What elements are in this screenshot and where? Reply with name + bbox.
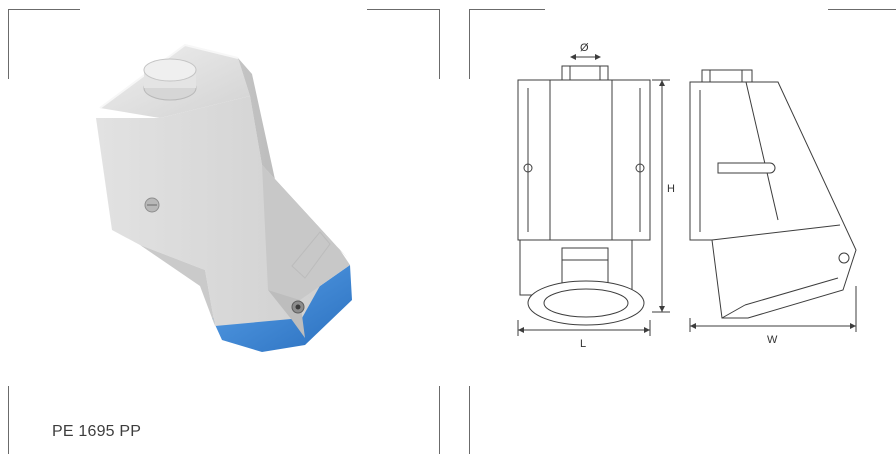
product-code: PE 1695 PP	[52, 423, 142, 440]
front-view-gland	[561, 65, 609, 81]
housing-side-face	[238, 58, 348, 258]
frame-left-bottom-vline	[8, 386, 9, 454]
length-label: L	[580, 338, 586, 350]
frame-left-top-hline	[8, 9, 80, 10]
frame-center-top-hline	[367, 9, 439, 10]
frame-left-top-vline	[8, 9, 9, 79]
width-label: W	[767, 334, 778, 346]
front-view-body	[517, 79, 651, 296]
frame-center-bottom-vline	[439, 386, 440, 454]
front-view-socket-ring	[527, 280, 645, 326]
frame-center-top-vline	[439, 9, 440, 79]
height-label: H	[667, 183, 675, 195]
frame-right-top-hline-a	[469, 9, 545, 10]
diameter-label: Ø	[580, 42, 589, 54]
side-view-gland	[701, 69, 753, 83]
side-view-body	[689, 81, 857, 319]
frame-right-top-hline-b	[828, 9, 896, 10]
frame-right-bottom-vline	[469, 386, 470, 454]
product-photo	[96, 43, 352, 352]
frame-right-top-vline	[469, 9, 470, 79]
